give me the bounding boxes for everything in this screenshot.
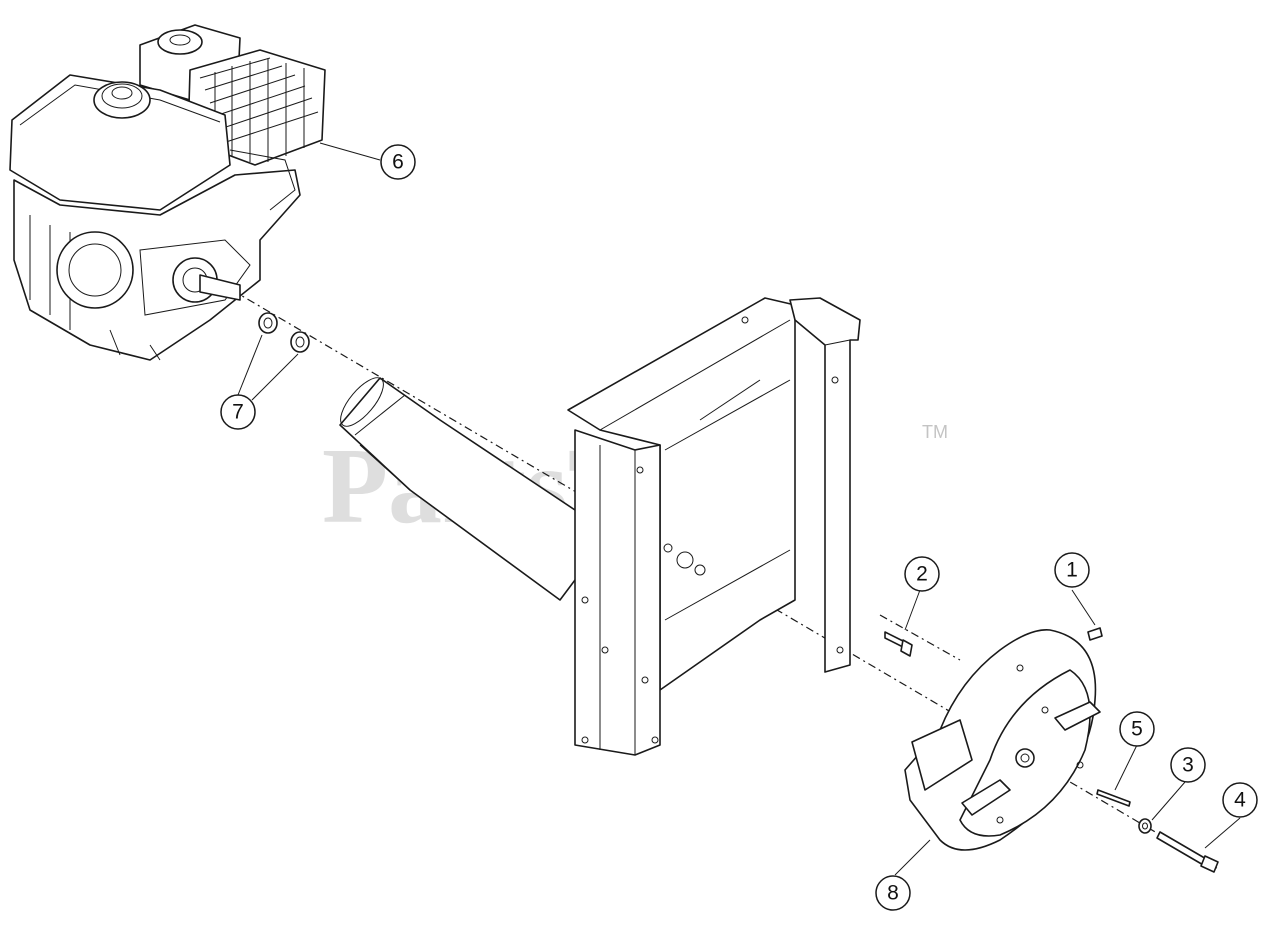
washers-part[interactable] <box>258 312 310 353</box>
callout-1-label: 1 <box>1066 559 1078 582</box>
bolt-part-1[interactable] <box>1087 627 1103 641</box>
callout-6[interactable]: 6 <box>380 144 416 180</box>
callout-8[interactable]: 8 <box>875 875 911 911</box>
leader-lines <box>237 142 1241 876</box>
blade-plate-part[interactable] <box>904 629 1101 851</box>
callout-4-label: 4 <box>1234 789 1246 812</box>
pin-part[interactable] <box>1096 789 1131 807</box>
callout-5-label: 5 <box>1131 718 1143 741</box>
callout-2-label: 2 <box>916 563 928 586</box>
callout-3[interactable]: 3 <box>1170 747 1206 783</box>
callout-8-label: 8 <box>887 882 899 905</box>
callout-1[interactable]: 1 <box>1054 552 1090 588</box>
engine-part[interactable] <box>9 24 326 361</box>
callout-4[interactable]: 4 <box>1222 782 1258 818</box>
callout-6-label: 6 <box>392 151 404 174</box>
bolt-part-4[interactable] <box>1156 831 1219 873</box>
callout-7-label: 7 <box>232 401 244 424</box>
bolt-part-2[interactable] <box>884 631 913 657</box>
watermark-trademark: TM <box>922 422 948 442</box>
callout-7[interactable]: 7 <box>220 394 256 430</box>
frame-assembly[interactable] <box>334 297 861 756</box>
callout-5[interactable]: 5 <box>1119 711 1155 747</box>
washer-part-3[interactable] <box>1138 818 1152 834</box>
callout-3-label: 3 <box>1182 754 1194 777</box>
callout-2[interactable]: 2 <box>904 556 940 592</box>
